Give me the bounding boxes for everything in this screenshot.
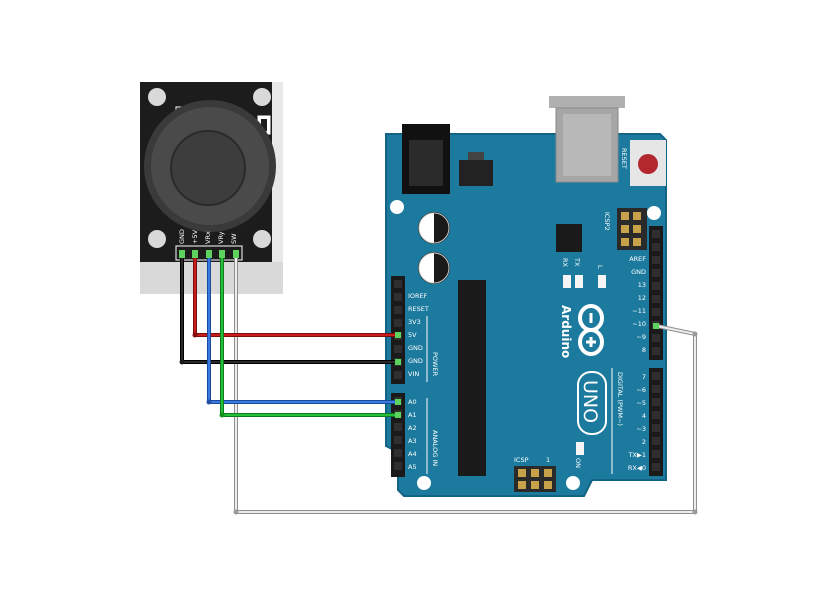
analog-section-label: ANALOG IN (431, 430, 439, 466)
pin-label-ioref: IOREF (408, 292, 428, 300)
pin-label-a4: A4 (408, 450, 417, 458)
pin-label-3v3: 3V3 (408, 318, 421, 326)
pin-label-a1: A1 (408, 411, 417, 419)
pin-label-gnd-1: GND (408, 344, 423, 352)
pin-label-5v: +5V (191, 229, 199, 244)
on-led (576, 442, 584, 455)
pin-label-vry: VRy (217, 231, 225, 244)
icsp-label: ICSP (514, 456, 529, 464)
atmega-microcontroller (458, 280, 486, 476)
pin-label-a3: A3 (408, 437, 417, 445)
mount-hole-bottom-right (253, 230, 271, 248)
pin-label-gnd-digital: GND (631, 268, 646, 276)
digital-upper-labels: AREF GND 13 12 ~11 ~10 ~9 8 (629, 255, 646, 354)
analog-header (391, 393, 405, 477)
arduino-uno-board: RESET ICSP2 TX RX L (385, 96, 667, 497)
joystick-pin-labels: GND +5V VRx VRy SW (178, 229, 238, 244)
pin-label-d6: ~6 (636, 386, 646, 394)
pin-label-d8: 8 (642, 346, 646, 354)
joystick-knob (170, 130, 246, 206)
board-mount-hole-1 (390, 200, 404, 214)
digital-section-label: DIGITAL (PWM~) (616, 372, 624, 426)
pin-label-sw: SW (230, 233, 238, 244)
pin-label-d0: RX◀0 (628, 464, 646, 472)
pin-label-d10: ~10 (632, 320, 646, 328)
uno-badge (577, 371, 607, 435)
wires (179, 250, 698, 515)
pin-label-gnd: GND (178, 229, 186, 244)
pin-label-5v-board: 5V (408, 331, 417, 339)
on-led-label: ON (574, 458, 582, 468)
pin-label-d11: ~11 (632, 307, 646, 315)
icsp2-label: ICSP2 (603, 212, 611, 231)
analog-header-labels: A0 A1 A2 A3 A4 A5 (408, 398, 417, 471)
digital-header-upper (649, 226, 663, 360)
led-label-tx: TX (573, 257, 581, 267)
voltage-regulator (459, 160, 493, 186)
icsp2-header (617, 208, 647, 250)
usb-controller-chip (556, 224, 582, 252)
led-label-rx: RX (561, 258, 569, 268)
pin-label-a5: A5 (408, 463, 417, 471)
power-header-labels: IOREF RESET 3V3 5V GND GND VIN (408, 292, 429, 378)
pin-label-d2: 2 (642, 438, 646, 446)
pin-label-d3: ~3 (636, 425, 646, 433)
joystick-module: GND +5V VRx VRy SW (140, 82, 283, 294)
joystick-pcb-edge (272, 82, 283, 262)
led-label-l: L (596, 265, 604, 269)
icsp-pin1-label: 1 (546, 456, 550, 464)
mount-hole-top-right (253, 88, 271, 106)
board-mount-hole-4 (566, 476, 580, 490)
pin-label-d4: 4 (642, 412, 646, 420)
icsp-header (514, 466, 556, 492)
pin-label-vin: VIN (408, 370, 419, 378)
board-mount-hole-2 (647, 206, 661, 220)
pin-label-gnd-2: GND (408, 357, 423, 365)
digital-lower-labels: 7 ~6 ~5 4 ~3 2 TX▶1 RX◀0 (627, 373, 646, 472)
power-header (391, 276, 405, 384)
joystick-header-pins (179, 250, 239, 258)
pin-label-d12: 12 (638, 294, 646, 302)
pin-label-d9: ~9 (636, 333, 646, 341)
connected-pin-highlights (395, 323, 659, 418)
model-name: UNO (579, 380, 601, 423)
pin-label-reset: RESET (408, 305, 429, 313)
board-mount-hole-3 (417, 476, 431, 490)
pin-label-aref: AREF (629, 255, 646, 263)
pin-label-d1: TX▶1 (627, 451, 646, 459)
mount-hole-bottom-left (148, 230, 166, 248)
mount-hole-top-left (148, 88, 166, 106)
reset-button[interactable] (638, 154, 658, 174)
status-leds: TX RX L (561, 257, 606, 288)
capacitor-1 (418, 212, 450, 244)
pin-label-d5: ~5 (636, 399, 646, 407)
brand-name: Arduino (559, 305, 573, 358)
pin-label-d7: 7 (642, 373, 646, 381)
reset-button-label: RESET (620, 148, 628, 169)
pin-label-d13: 13 (638, 281, 646, 289)
pin-label-a0: A0 (408, 398, 417, 406)
capacitor-2 (418, 252, 450, 284)
pin-label-a2: A2 (408, 424, 417, 432)
digital-header-lower (649, 368, 663, 476)
arduino-logo (578, 304, 604, 356)
usb-connector-top (549, 96, 625, 108)
power-section-label: POWER (431, 352, 439, 377)
pin-label-vrx: VRx (204, 231, 212, 244)
